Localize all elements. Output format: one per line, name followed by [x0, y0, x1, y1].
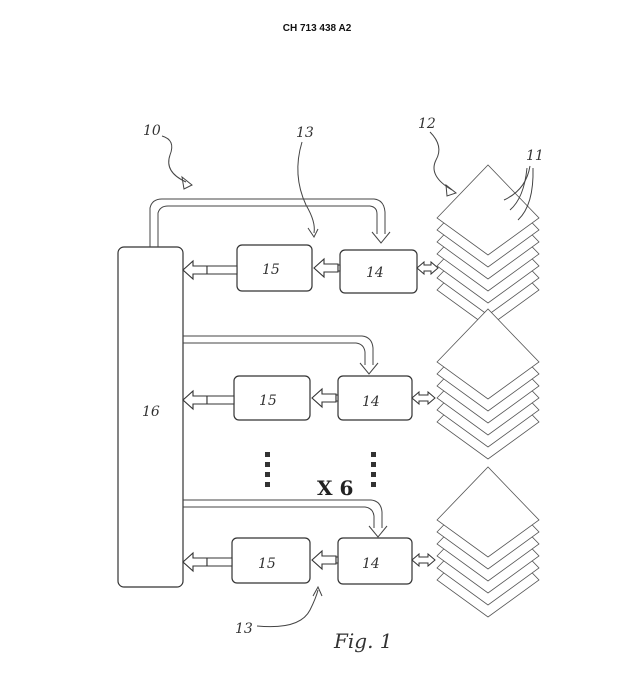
system-label: 10 [143, 123, 161, 139]
channel-label-bottom: 13 [235, 621, 253, 637]
channel-row-3: 15 14 [182, 499, 436, 585]
unit-14-label: 14 [362, 556, 380, 572]
document-number: CH 713 438 A2 [282, 23, 352, 34]
sheet-stack-2 [436, 308, 540, 460]
items-label: 11 [526, 148, 544, 164]
channel-row-1: 15 14 [149, 198, 439, 294]
channel-row-2: 15 14 [182, 335, 436, 421]
sheet-stack-3 [436, 466, 540, 618]
multiplier-label: X 6 [317, 476, 353, 500]
unit-15-label: 15 [262, 262, 280, 278]
channel-label-top: 13 [296, 125, 314, 141]
unit-14-label: 14 [362, 394, 380, 410]
unit-15-label: 15 [258, 556, 276, 572]
ellipsis-dots [265, 452, 376, 487]
figure-caption: Fig. 1 [333, 629, 393, 653]
main-unit-label: 16 [142, 404, 160, 420]
sheet-stack-1 [436, 164, 540, 328]
stack-group-label: 12 [418, 116, 436, 132]
unit-14-label: 14 [366, 265, 384, 281]
unit-15-label: 15 [259, 393, 277, 409]
